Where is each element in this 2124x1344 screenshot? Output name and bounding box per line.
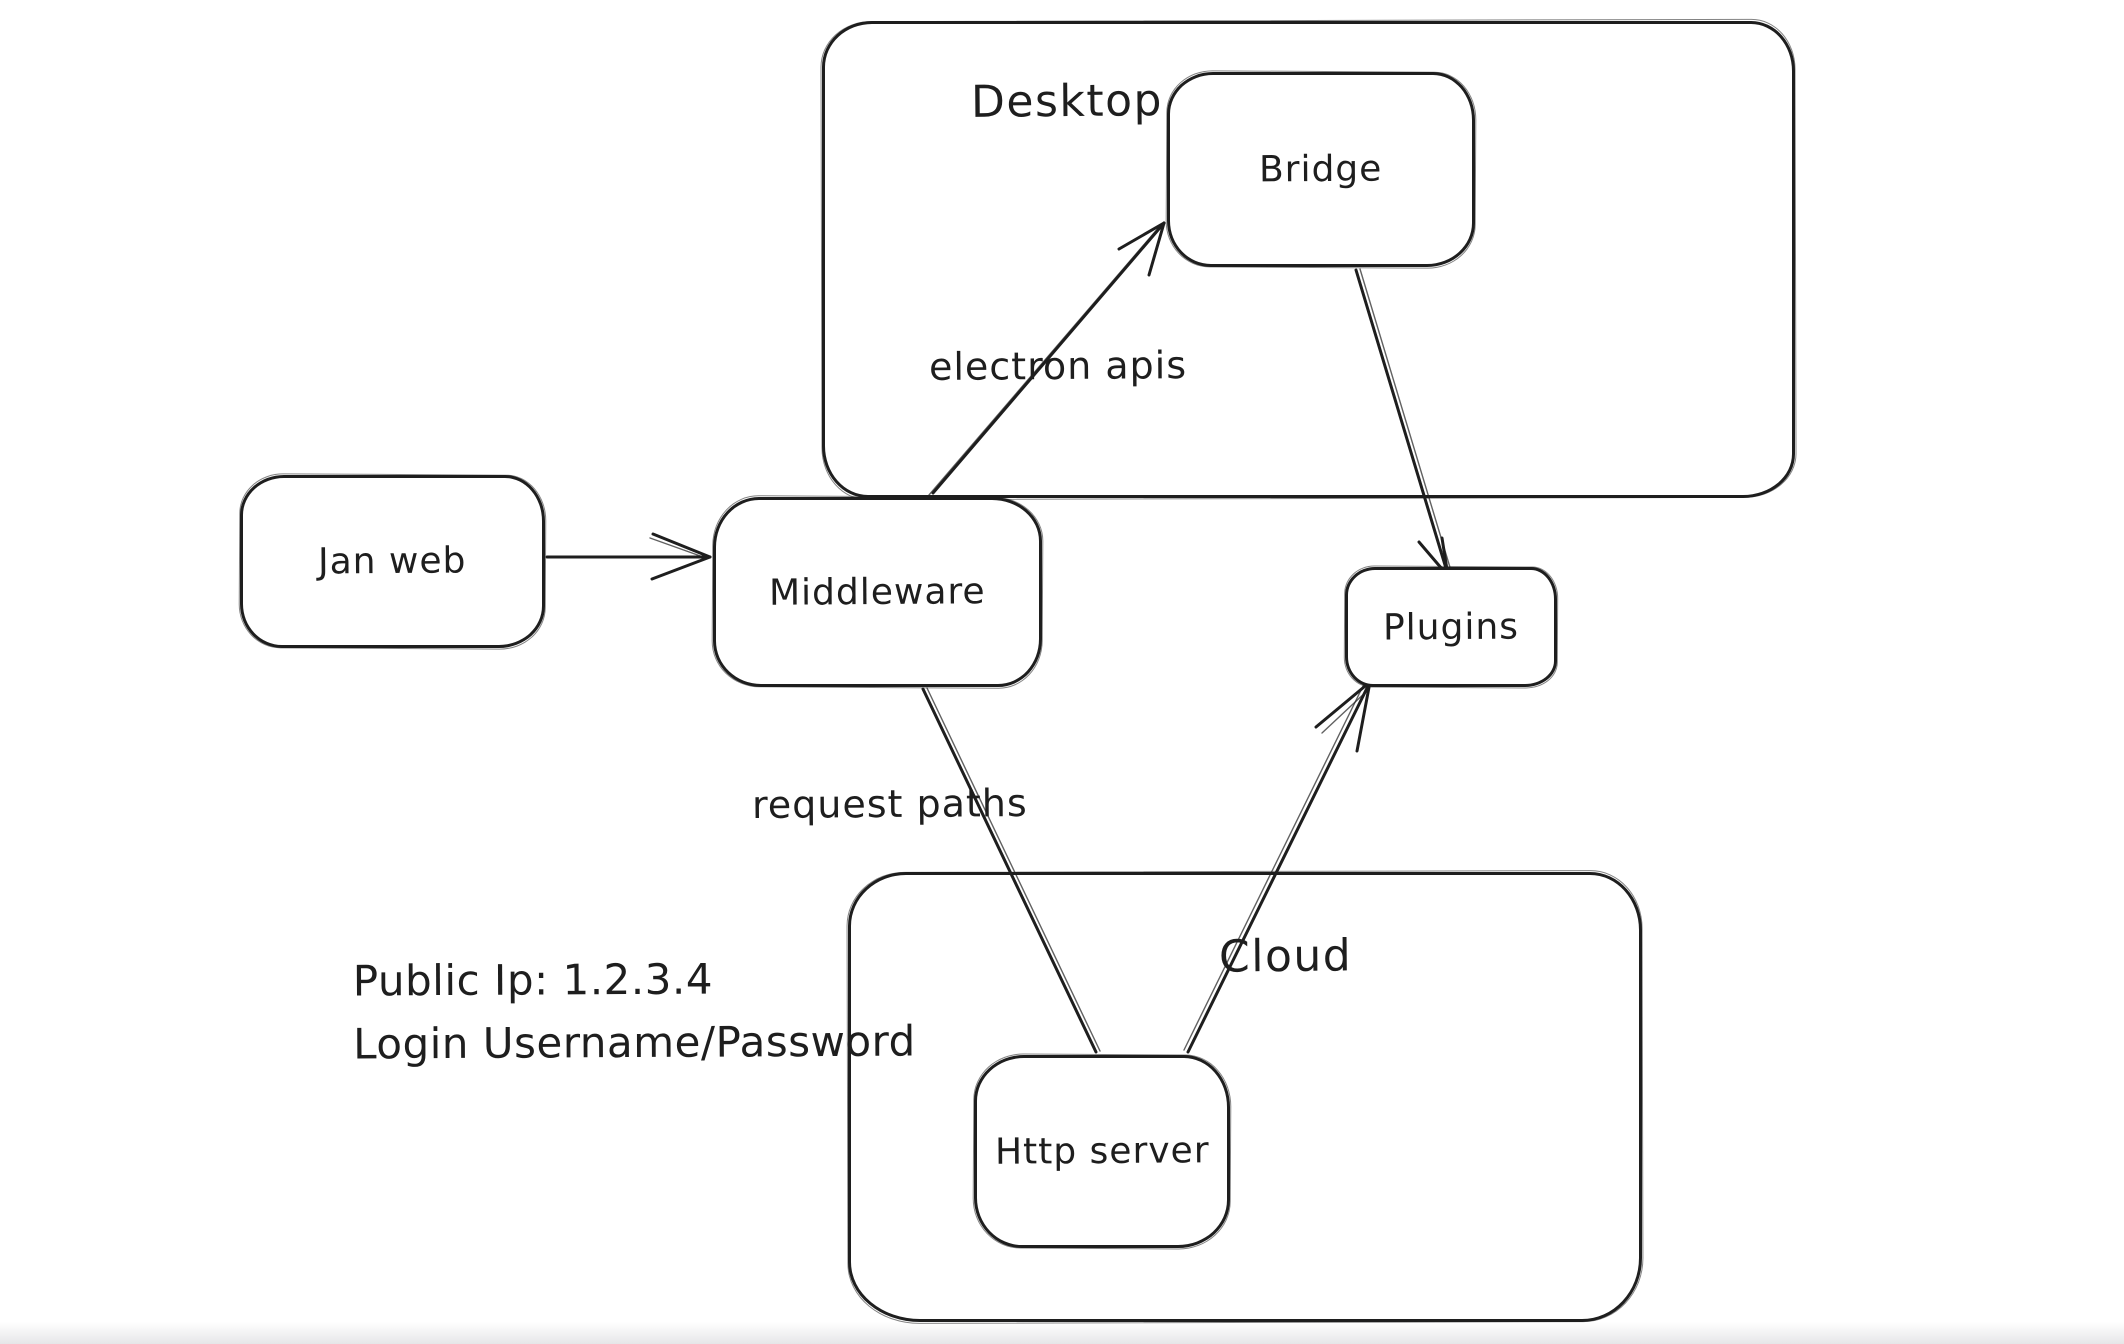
node-middleware[interactable]: Middleware [713,497,1042,687]
edge-janweb-middleware[interactable] [545,532,712,581]
node-jan-web-label: Jan web [318,540,467,583]
edge-middleware-bridge[interactable] [928,221,1166,496]
node-http-server[interactable]: Http server [974,1055,1230,1248]
node-bridge[interactable]: Bridge [1167,72,1475,267]
annotation-credentials: Public Ip: 1.2.3.4 Login Username/Passwo… [353,947,916,1076]
bottom-fade [0,1322,2124,1344]
node-jan-web[interactable]: Jan web [240,475,545,648]
annotation-public-ip: Public Ip: 1.2.3.4 [352,954,714,1006]
node-bridge-label: Bridge [1259,148,1383,191]
node-plugins[interactable]: Plugins [1345,567,1557,687]
container-cloud[interactable]: Cloud [848,872,1642,1322]
edge-label-electron-apis: electron apis [928,343,1188,389]
container-desktop[interactable]: Desktop [822,21,1795,498]
edge-label-request-paths: request paths [751,781,1028,827]
container-desktop-label: Desktop [970,75,1164,128]
annotation-login: Login Username/Password [353,1016,916,1069]
edge-middleware-httpserver[interactable] [921,687,1101,1054]
node-http-server-label: Http server [994,1130,1210,1173]
node-middleware-label: Middleware [769,570,986,614]
node-plugins-label: Plugins [1382,606,1520,648]
